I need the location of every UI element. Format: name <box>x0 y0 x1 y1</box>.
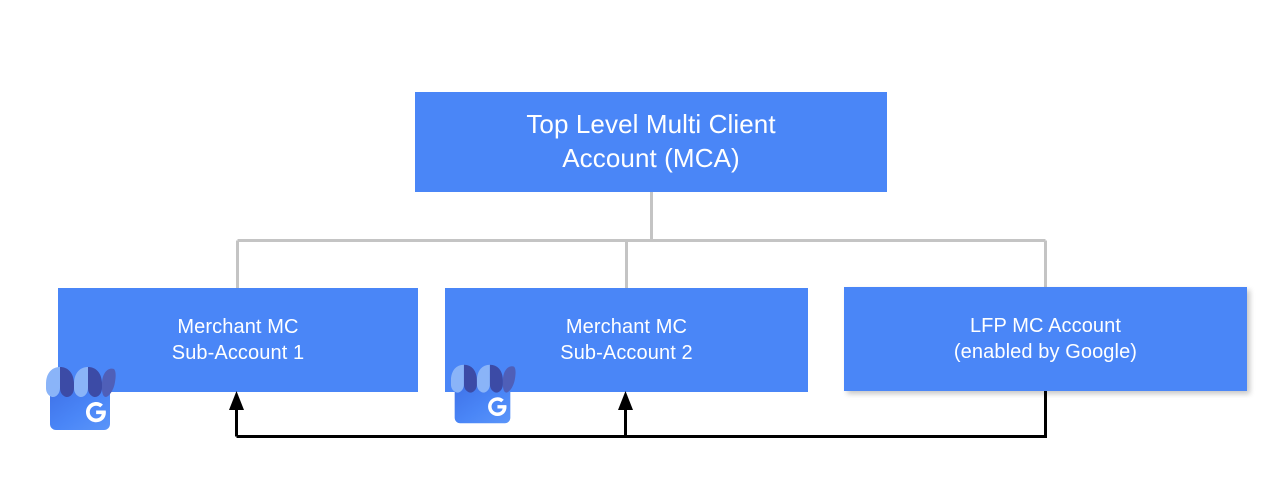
google-business-profile-icon <box>46 367 116 430</box>
arrowhead-into-sub-account-2 <box>618 391 633 410</box>
connector-lfp-feed-path <box>236 391 1047 438</box>
arrowhead-into-sub-account-1 <box>229 391 244 410</box>
node-top-level-mca[interactable]: Top Level Multi Client Account (MCA) <box>415 92 887 192</box>
node-lfp-mc-account[interactable]: LFP MC Account (enabled by Google) <box>844 287 1247 391</box>
node-merchant-mc-sub-account-2[interactable]: Merchant MC Sub-Account 2 <box>445 288 808 392</box>
google-business-profile-icon <box>450 364 516 424</box>
node-merchant-mc-sub-account-1[interactable]: Merchant MC Sub-Account 1 <box>58 288 418 392</box>
